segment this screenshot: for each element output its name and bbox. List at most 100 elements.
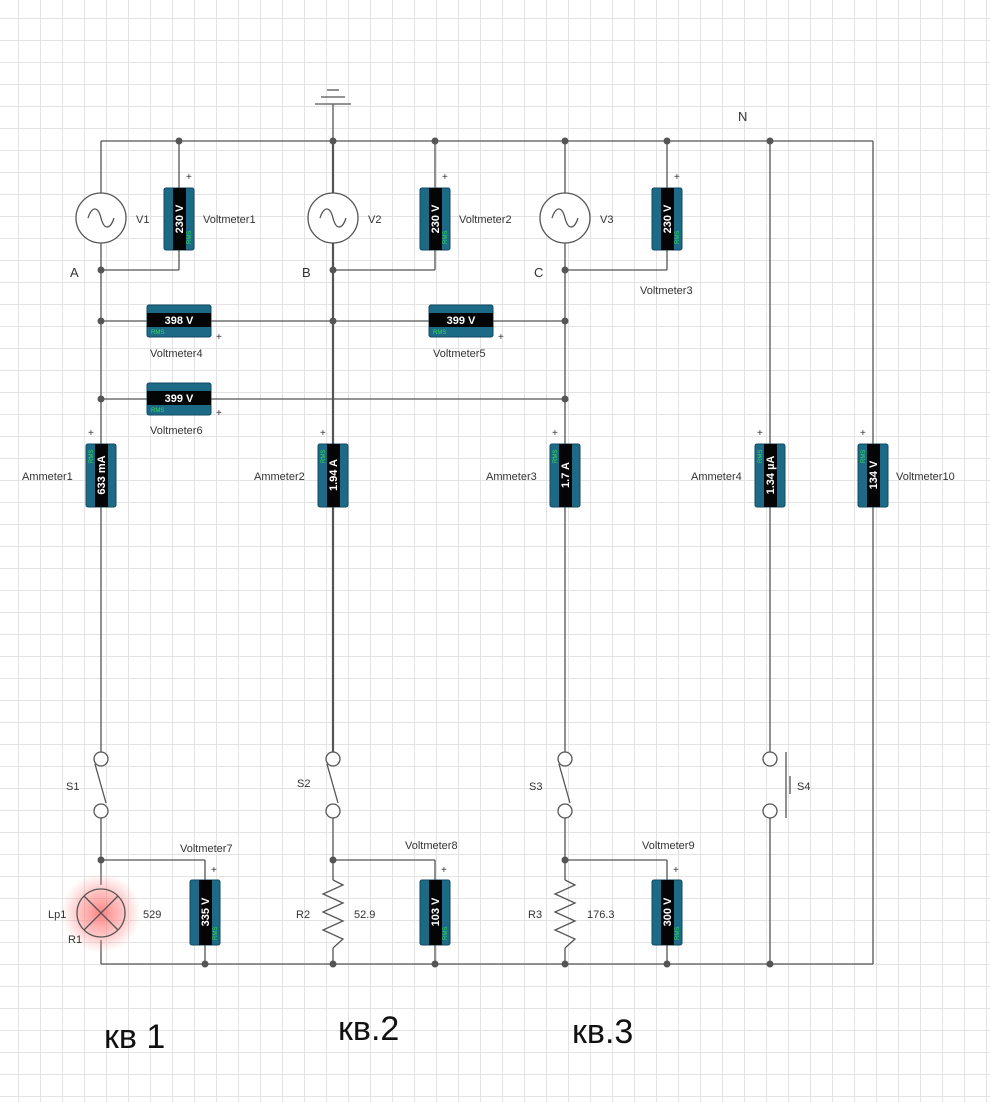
source-v2-label: V2 — [368, 214, 381, 226]
lamp-r1-label: R1 — [68, 934, 82, 946]
voltmeter-5-plus: + — [498, 332, 504, 343]
sine-wave-icon — [319, 208, 347, 228]
ammeter-4-name: Ammeter4 — [691, 471, 742, 483]
sine-wave-icon — [551, 208, 579, 228]
voltmeter-5[interactable]: 399 V RMS — [428, 304, 494, 338]
voltmeter-4-name: Voltmeter4 — [150, 348, 203, 360]
voltmeter-8-name: Voltmeter8 — [405, 840, 458, 852]
voltmeter-6-mode: RMS — [151, 408, 164, 414]
voltmeter-4-plus: + — [216, 332, 222, 343]
resistor-r2[interactable] — [321, 879, 345, 949]
voltmeter-8[interactable]: 103 V RMS — [419, 879, 451, 946]
voltmeter-10[interactable]: 134 V RMS — [857, 443, 889, 508]
lamp-lp1[interactable] — [61, 873, 141, 953]
ammeter-4-mode: RMS — [758, 450, 764, 463]
ammeter-4-value: 1.34 µA — [765, 456, 777, 495]
voltmeter-1-name: Voltmeter1 — [203, 214, 256, 226]
voltmeter-8-value: 103 V — [430, 897, 442, 926]
source-v2[interactable] — [307, 192, 359, 244]
voltmeter-1[interactable]: 230 V RMS — [163, 187, 195, 251]
voltmeter-7-value: 335 V — [200, 897, 212, 926]
ammeter-1-value: 633 mA — [96, 455, 108, 494]
switch-s1-label: S1 — [66, 781, 79, 793]
voltmeter-4-value: 398 V — [165, 315, 194, 327]
voltmeter-8-plus: + — [441, 865, 447, 876]
voltmeter-5-name: Voltmeter5 — [433, 348, 486, 360]
ammeter-2-plus: + — [320, 428, 326, 439]
resistor-r3-value: 176.3 — [587, 909, 615, 921]
resistor-r2-label: R2 — [296, 909, 310, 921]
switch-s2[interactable] — [325, 751, 341, 819]
voltmeter-10-name: Voltmeter10 — [896, 471, 955, 483]
ammeter-1-name: Ammeter1 — [22, 471, 73, 483]
voltmeter-6-plus: + — [216, 408, 222, 419]
voltmeter-2[interactable]: 230 V RMS — [419, 187, 451, 251]
phase-a-label: A — [70, 265, 79, 280]
voltmeter-5-value: 399 V — [447, 315, 476, 327]
source-v3[interactable] — [539, 192, 591, 244]
voltmeter-10-plus: + — [860, 428, 866, 439]
sine-wave-icon — [87, 208, 115, 228]
voltmeter-1-value: 230 V — [174, 204, 186, 233]
ammeter-2-value: 1.94 A — [328, 459, 340, 491]
voltmeter-3-plus: + — [674, 172, 680, 183]
phase-b-label: B — [302, 265, 311, 280]
ammeter-4-plus: + — [757, 428, 763, 439]
voltmeter-2-value: 230 V — [430, 204, 442, 233]
voltmeter-9-value: 300 V — [662, 897, 674, 926]
resistor-r2-value: 52.9 — [354, 909, 375, 921]
switch-s3-label: S3 — [529, 781, 542, 793]
source-v1[interactable] — [75, 192, 127, 244]
voltmeter-7-plus: + — [211, 865, 217, 876]
resistor-r3[interactable] — [553, 879, 577, 949]
ammeter-3[interactable]: 1.7 A RMS — [549, 443, 581, 508]
voltmeter-6-name: Voltmeter6 — [150, 425, 203, 437]
ammeter-3-value: 1.7 A — [560, 462, 572, 488]
ammeter-3-name: Ammeter3 — [486, 471, 537, 483]
voltmeter-3[interactable]: 230 V RMS — [651, 187, 683, 251]
voltmeter-2-name: Voltmeter2 — [459, 214, 512, 226]
ammeter-1-mode: RMS — [89, 450, 95, 463]
lamp-lp1-value: 529 — [143, 909, 161, 921]
switch-s3[interactable] — [557, 751, 573, 819]
voltmeter-4[interactable]: 398 V RMS — [146, 304, 212, 338]
voltmeter-3-name: Voltmeter3 — [640, 285, 693, 297]
switch-s2-label: S2 — [297, 778, 310, 790]
voltmeter-9[interactable]: 300 V RMS — [651, 879, 683, 946]
handwritten-apartment-2: кв.2 — [338, 1010, 399, 1048]
voltmeter-10-value: 134 V — [868, 460, 880, 489]
voltmeter-9-name: Voltmeter9 — [642, 840, 695, 852]
voltmeter-8-mode: RMS — [443, 927, 449, 940]
switch-s4[interactable] — [762, 751, 791, 819]
ammeter-4[interactable]: 1.34 µA RMS — [754, 443, 786, 508]
source-v1-label: V1 — [136, 214, 149, 226]
voltmeter-7[interactable]: 335 V RMS — [189, 879, 221, 946]
voltmeter-5-mode: RMS — [433, 330, 446, 336]
voltmeter-10-mode: RMS — [861, 450, 867, 463]
switch-s1[interactable] — [93, 751, 109, 819]
voltmeter-1-plus: + — [186, 172, 192, 183]
ammeter-2[interactable]: 1.94 A RMS — [317, 443, 349, 508]
voltmeter-3-value: 230 V — [662, 204, 674, 233]
voltmeter-2-plus: + — [442, 172, 448, 183]
ammeter-2-mode: RMS — [321, 450, 327, 463]
neutral-label: N — [738, 109, 747, 124]
junction-nodes — [97, 137, 774, 968]
handwritten-apartment-1: кв 1 — [104, 1018, 165, 1056]
voltmeter-1-mode: RMS — [187, 231, 193, 244]
voltmeter-3-mode: RMS — [675, 231, 681, 244]
resistor-r3-label: R3 — [528, 909, 542, 921]
handwritten-apartment-3: кв.3 — [572, 1013, 633, 1051]
voltmeter-7-mode: RMS — [213, 927, 219, 940]
ground-symbol — [315, 89, 351, 105]
lamp-lp1-label: Lp1 — [48, 909, 66, 921]
voltmeter-6[interactable]: 399 V RMS — [146, 382, 212, 416]
voltmeter-9-plus: + — [673, 865, 679, 876]
voltmeter-4-mode: RMS — [151, 330, 164, 336]
phase-c-label: C — [534, 265, 543, 280]
voltmeter-2-mode: RMS — [443, 231, 449, 244]
ammeter-2-name: Ammeter2 — [254, 471, 305, 483]
voltmeter-7-name: Voltmeter7 — [180, 843, 233, 855]
ammeter-1[interactable]: 633 mA RMS — [85, 443, 117, 508]
